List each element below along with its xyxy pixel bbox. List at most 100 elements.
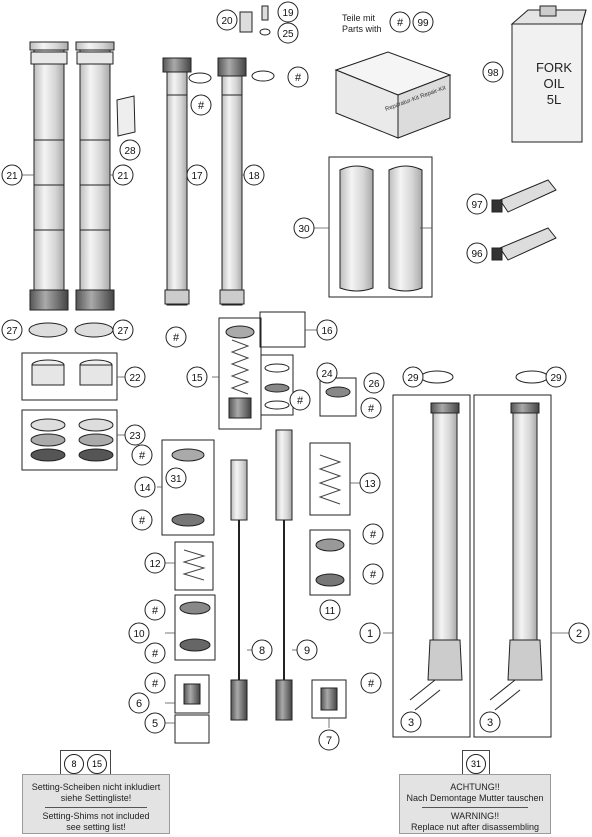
callout-circle — [124, 424, 146, 446]
callout-96: 96 — [466, 242, 488, 264]
shim-case-right — [388, 165, 423, 292]
group-frame-13 — [309, 442, 351, 516]
collar-left — [28, 322, 68, 338]
callout-99: 99 — [412, 11, 434, 33]
group-frame-26 — [319, 377, 357, 417]
callout-circle — [165, 326, 187, 348]
callout-label: 22 — [129, 373, 141, 384]
note-right-de-2: Nach Demontage Mutter tauschen — [406, 793, 544, 803]
callout-circle — [400, 711, 422, 733]
callout-23: 23 — [124, 424, 146, 446]
callout-circle — [360, 672, 382, 694]
callout-label: # — [397, 17, 404, 29]
callout-circle — [243, 164, 265, 186]
callout-21: 21 — [112, 164, 134, 186]
note-left-tags: 8 15 — [60, 750, 111, 778]
note-right-en-2: Replace nut after disassembling — [410, 822, 540, 832]
callout-circle — [144, 642, 166, 664]
callout-label: 27 — [6, 326, 18, 337]
callout-label: # — [173, 332, 180, 344]
callout-1: 1 — [359, 622, 381, 644]
callout-label: 96 — [471, 249, 483, 260]
callout-label: # — [368, 403, 375, 415]
group-frame-12 — [174, 541, 214, 591]
grease-tube-96 — [491, 227, 557, 261]
callout-14: 14 — [134, 476, 156, 498]
callout-9: 9 — [296, 639, 318, 661]
callout-label: # — [152, 678, 159, 690]
oil-label-line1: FORK — [536, 60, 572, 75]
fork-leg-left — [409, 402, 463, 711]
callout-circle — [134, 476, 156, 498]
callout-label: 29 — [407, 373, 419, 384]
callout-circle — [545, 366, 567, 388]
callout-hash: # — [287, 66, 309, 88]
group-frame-10 — [174, 594, 216, 661]
callout-hash: # — [131, 444, 153, 466]
callout-11: 11 — [319, 599, 341, 621]
callout-circle — [296, 639, 318, 661]
inner-tube-17 — [162, 57, 192, 306]
callout-label: 29 — [550, 373, 562, 384]
callout-label: 24 — [321, 369, 333, 380]
callout-label: 97 — [471, 200, 483, 211]
callout-label: 13 — [364, 479, 376, 490]
callout-29: 29 — [545, 366, 567, 388]
callout-19: 19 — [277, 1, 299, 23]
shim-case-left — [339, 165, 374, 292]
callout-label: # — [370, 529, 377, 541]
callout-label: 14 — [139, 483, 151, 494]
callout-24: 24 — [316, 362, 338, 384]
group-frame-16 — [259, 311, 306, 348]
oil-label-line3: 5L — [547, 92, 561, 107]
callout-6: 6 — [128, 692, 150, 714]
callout-circle — [389, 11, 411, 33]
callout-hash: # — [360, 397, 382, 419]
note-right-tag-1: 31 — [466, 754, 486, 774]
callout-circle — [402, 366, 424, 388]
callout-hash: # — [131, 509, 153, 531]
callout-circle — [128, 622, 150, 644]
note-left-de-2: siehe Settingliste! — [60, 793, 132, 803]
group-frame-30 — [328, 156, 433, 298]
callout-circle — [319, 599, 341, 621]
note-right-de-1: ACHTUNG!! — [450, 782, 500, 792]
note-left: Setting-Scheiben nicht inkludiert siehe … — [22, 774, 170, 834]
callout-label: 31 — [170, 474, 182, 485]
callout-label: 10 — [133, 629, 145, 640]
oil-label-line2: OIL — [544, 76, 565, 91]
callout-31: 31 — [165, 467, 187, 489]
callout-label: 12 — [149, 559, 161, 570]
callout-label: 6 — [136, 698, 142, 710]
callout-18: 18 — [243, 164, 265, 186]
bolt-19 — [261, 5, 269, 21]
group-frame-11 — [309, 529, 351, 596]
damper-rod-8 — [230, 459, 248, 721]
outer-tube-right — [75, 41, 115, 311]
callout-label: # — [368, 678, 375, 690]
repair-kit-box — [334, 51, 452, 139]
callout-circle — [144, 712, 166, 734]
callout-circle — [482, 61, 504, 83]
callout-circle — [1, 164, 23, 186]
callout-label: 11 — [325, 606, 336, 617]
callout-hash: # — [165, 326, 187, 348]
note-right-en-1: WARNING!! — [450, 811, 500, 821]
callout-circle — [316, 362, 338, 384]
callout-label: # — [295, 72, 302, 84]
note-left-tag-2: 15 — [87, 754, 107, 774]
note-right-tags: 31 — [462, 750, 490, 778]
callout-circle — [466, 193, 488, 215]
callout-2: 2 — [568, 622, 590, 644]
o-ring-17 — [188, 72, 212, 84]
callout-3: 3 — [479, 711, 501, 733]
callout-13: 13 — [359, 472, 381, 494]
callout-16: 16 — [316, 319, 338, 341]
sticker — [116, 95, 136, 137]
group-frame-5 — [174, 714, 210, 744]
callout-circle — [277, 1, 299, 23]
callout-circle — [186, 366, 208, 388]
washer-25 — [259, 28, 271, 36]
note-left-de-1: Setting-Scheiben nicht inkludiert — [31, 782, 161, 792]
